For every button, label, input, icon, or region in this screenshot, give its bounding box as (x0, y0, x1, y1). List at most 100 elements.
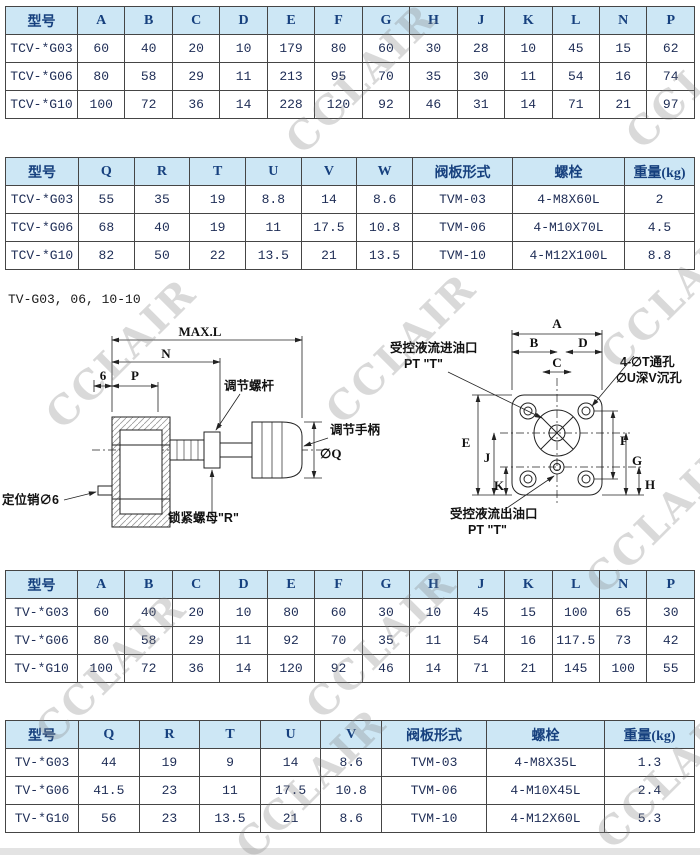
column-header: F (314, 6, 363, 35)
value-cell: 2 (624, 185, 695, 214)
value-cell: 72 (124, 654, 173, 683)
dim-d: D (578, 335, 587, 350)
column-header: 重量(kg) (604, 720, 695, 749)
dim-c: C (552, 355, 561, 370)
column-header: C (171, 6, 221, 35)
column-header: A (76, 6, 126, 35)
value-cell: 23 (138, 776, 201, 805)
model-cell: TCV-*G06 (5, 62, 78, 91)
value-cell: 11 (219, 62, 268, 91)
column-header: B (124, 6, 173, 35)
value-cell: 71 (551, 90, 600, 119)
value-cell: 19 (189, 213, 246, 242)
column-header: G (361, 6, 411, 35)
value-cell: 58 (124, 62, 173, 91)
value-cell: 100 (551, 598, 600, 627)
value-cell: 8.8 (624, 241, 695, 270)
value-cell: 145 (551, 654, 600, 683)
column-header: L (551, 570, 600, 599)
value-cell: 4-M8X35L (486, 748, 605, 777)
value-cell: 19 (189, 185, 246, 214)
column-header: J (456, 570, 506, 599)
model-cell: TCV-*G06 (5, 213, 79, 242)
dim-j: J (484, 450, 491, 465)
value-cell: 46 (409, 90, 458, 119)
dim-b: B (530, 335, 539, 350)
column-header: L (551, 6, 600, 35)
value-cell: 15 (598, 34, 648, 63)
column-header: U (244, 157, 302, 186)
value-cell: 30 (409, 34, 458, 63)
column-header: R (138, 720, 201, 749)
value-cell: 20 (171, 34, 221, 63)
value-cell: 40 (124, 598, 173, 627)
model-cell: TCV-*G03 (5, 34, 78, 63)
value-cell: 21 (504, 654, 553, 683)
value-cell: 30 (456, 62, 506, 91)
model-cell: TCV-*G10 (5, 90, 78, 119)
value-cell: 62 (646, 34, 695, 63)
value-cell: 40 (133, 213, 191, 242)
valve-front-view (500, 378, 644, 506)
value-cell: 21 (300, 241, 358, 270)
value-cell: 21 (259, 804, 322, 833)
value-cell: TVM-06 (412, 213, 513, 242)
value-cell: 17.5 (259, 776, 322, 805)
column-header: D (219, 6, 268, 35)
value-cell: 80 (266, 598, 316, 627)
locating-pin (97, 485, 113, 496)
value-cell: 15 (504, 598, 553, 627)
value-cell: 74 (646, 62, 695, 91)
front-view-dimensions (447, 330, 644, 511)
model-cell: TV-*G06 (5, 626, 78, 655)
outlet-label: 受控液流出油口 (450, 506, 538, 521)
column-header: E (266, 570, 316, 599)
value-cell: 14 (300, 185, 358, 214)
dim-g: G (632, 453, 642, 468)
inlet-label: 受控液流进油口 (390, 340, 478, 355)
value-cell: 9 (199, 748, 261, 777)
section-label: TV-G03, 06, 10-10 (8, 292, 141, 307)
value-cell: 4-M10X70L (512, 213, 625, 242)
column-header: C (171, 570, 221, 599)
value-cell: 80 (76, 62, 126, 91)
value-cell: 41.5 (78, 776, 140, 805)
column-header: 型号 (5, 6, 78, 35)
value-cell: 10 (219, 598, 268, 627)
value-cell: 56 (78, 804, 140, 833)
value-cell: TVM-10 (381, 804, 487, 833)
column-header: Q (78, 720, 140, 749)
value-cell: 71 (456, 654, 506, 683)
value-cell: 42 (646, 626, 695, 655)
column-header: 型号 (5, 720, 79, 749)
value-cell: 10 (219, 34, 268, 63)
value-cell: 65 (598, 598, 648, 627)
value-cell: 29 (171, 62, 221, 91)
column-header: N (598, 6, 648, 35)
value-cell: 120 (266, 654, 316, 683)
dim-e: E (462, 435, 471, 450)
inlet-port-label: PT "T" (404, 357, 443, 371)
value-cell: 14 (259, 748, 322, 777)
value-cell: 72 (124, 90, 173, 119)
value-cell: 92 (361, 90, 411, 119)
column-header: E (266, 6, 316, 35)
lock-nut-label: 锁紧螺母"R" (168, 510, 239, 525)
value-cell: 36 (171, 654, 221, 683)
column-header: R (133, 157, 191, 186)
value-cell: 46 (361, 654, 411, 683)
value-cell: 45 (456, 598, 506, 627)
column-header: T (189, 157, 246, 186)
value-cell: 228 (266, 90, 316, 119)
column-header: W (356, 157, 413, 186)
column-header: K (504, 6, 553, 35)
